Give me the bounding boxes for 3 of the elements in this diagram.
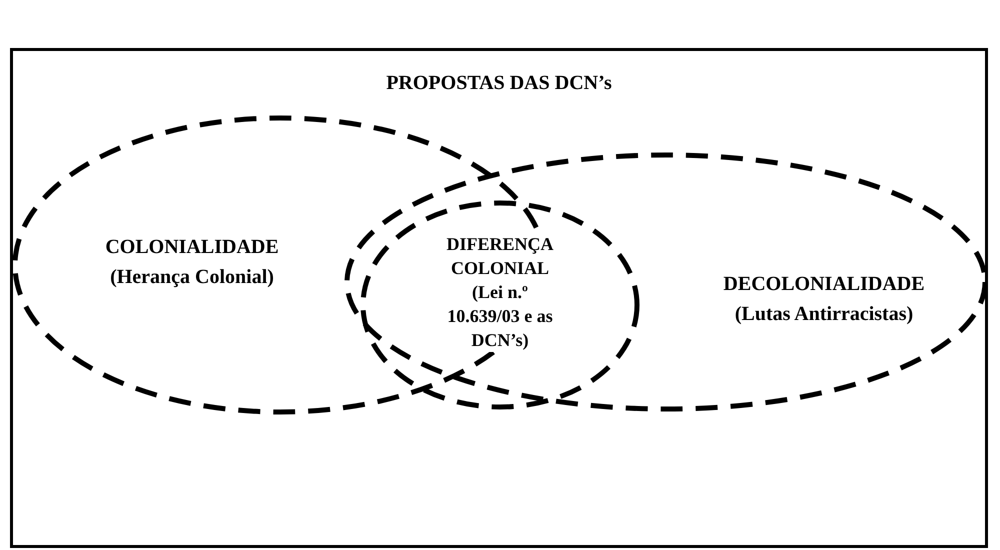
ellipse-label: DECOLONIALIDADE (Lutas Antirracistas)	[722, 272, 926, 327]
diagram-heading: PROPOSTAS DAS DCN’s	[385, 71, 613, 96]
ellipse-label: COLONIALIDADE (Herança Colonial)	[104, 235, 280, 290]
